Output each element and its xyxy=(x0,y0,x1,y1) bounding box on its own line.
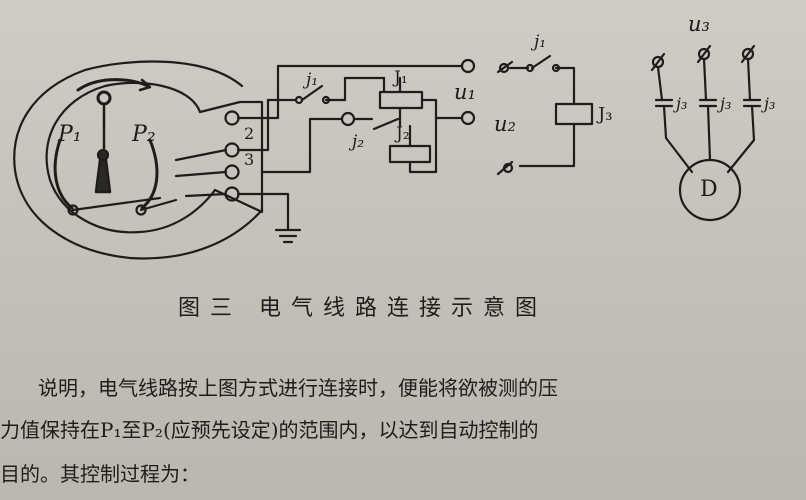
label-terminal-3: 3 xyxy=(244,150,255,169)
label-p1: P₁ xyxy=(58,122,82,147)
label-J2: J₂ xyxy=(396,124,410,144)
label-u3: u₃ xyxy=(688,12,710,36)
terminal-block xyxy=(198,100,264,214)
gauge-housing xyxy=(13,60,264,260)
description-line-1: 说明，电气线路按上图方式进行连接时，便能将欲被测的压 xyxy=(38,376,558,400)
label-j3-c: j₃ xyxy=(764,94,776,113)
label-j3-a: j₃ xyxy=(676,94,688,113)
terminal-2 xyxy=(224,142,240,158)
circuit-diagram xyxy=(13,44,762,260)
label-j2: j₂ xyxy=(352,132,365,152)
j2-switch xyxy=(352,117,400,131)
p1-contact-arc xyxy=(53,138,74,210)
terminal-u1 xyxy=(460,110,476,126)
label-j1-right: j₁ xyxy=(534,32,547,52)
label-J1: J₁ xyxy=(394,68,408,88)
ground-symbol xyxy=(274,228,302,244)
description-line-2: 力值保持在P₁至P₂(应预先设定)的范围内，以达到自动控制的 xyxy=(0,418,539,442)
relay-J1 xyxy=(378,90,424,110)
label-j3-b: j₃ xyxy=(720,94,732,113)
gauge-needle xyxy=(94,102,112,194)
gauge-arc-arrow xyxy=(76,78,150,92)
figure-caption: 图三 电气线路连接示意图 xyxy=(178,296,547,321)
terminal-3 xyxy=(224,164,240,180)
label-u2: u₂ xyxy=(494,112,516,136)
u3-terminals xyxy=(650,44,756,72)
terminal-top-right xyxy=(460,58,476,74)
label-u1: u₁ xyxy=(454,80,476,104)
label-j1-left: j₁ xyxy=(306,70,319,90)
label-motor-D: D xyxy=(700,177,718,202)
p2-contact-arc xyxy=(140,138,159,210)
relay-J3 xyxy=(554,102,594,126)
j1-switch-right xyxy=(508,54,576,70)
label-p2: P₂ xyxy=(132,122,156,147)
relay-J2 xyxy=(388,144,432,164)
label-J3: J₃ xyxy=(598,104,613,125)
terminal-1 xyxy=(224,110,240,126)
j2-contact xyxy=(340,111,356,127)
needle-pivot-top xyxy=(96,90,112,106)
ground-wire xyxy=(236,192,290,232)
label-terminal-2: 2 xyxy=(244,124,255,143)
motor-D xyxy=(678,158,742,222)
description-line-3: 目的。其控制过程为： xyxy=(0,462,200,486)
